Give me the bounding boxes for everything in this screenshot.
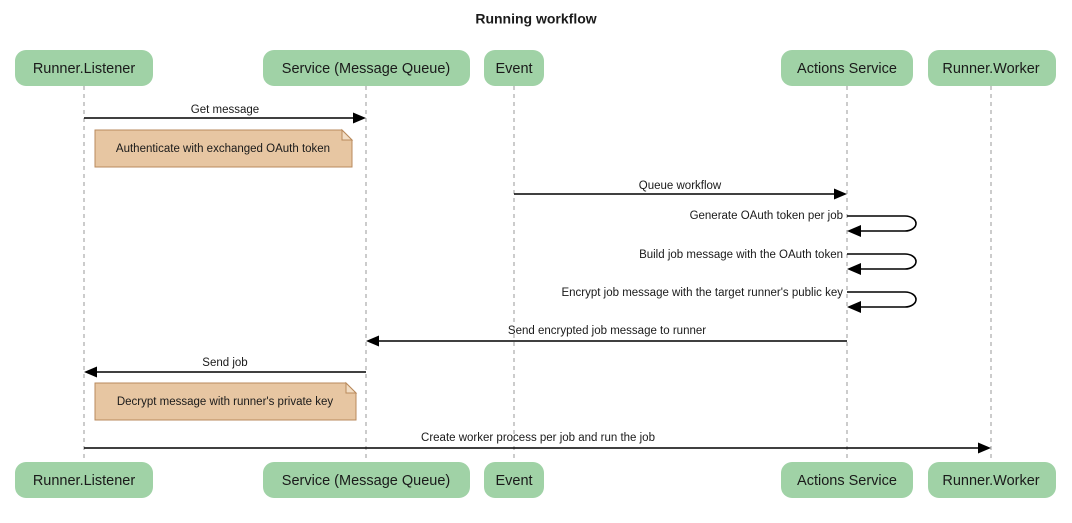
participant-header-runner-worker[interactable]: Runner.Worker — [928, 50, 1056, 86]
participant-box[interactable] — [484, 50, 544, 86]
arrow-head-icon — [978, 442, 991, 454]
message-label: Send encrypted job message to runner — [508, 325, 706, 337]
self-loop-path — [847, 253, 917, 270]
participant-label: Event — [495, 61, 532, 77]
participant-label: Service (Message Queue) — [282, 473, 450, 489]
message-label: Generate OAuth token per job — [690, 210, 843, 222]
participant-box[interactable] — [781, 462, 913, 498]
messages-group: Get message Queue workflow Generate OAut… — [84, 104, 991, 454]
message-label: Get message — [191, 104, 259, 116]
self-loop-path — [847, 215, 917, 232]
participant-footer-runner-worker[interactable]: Runner.Worker — [928, 462, 1056, 498]
participant-label: Service (Message Queue) — [282, 61, 450, 77]
participant-box[interactable] — [263, 50, 470, 86]
participant-label: Runner.Listener — [33, 473, 136, 489]
participant-footer-service-message-queue[interactable]: Service (Message Queue) — [263, 462, 470, 498]
arrow-head-icon — [847, 225, 861, 237]
note-decrypt-message-with-runners-private-key[interactable]: Decrypt message with runner's private ke… — [94, 381, 358, 421]
participant-header-group: Runner.Listener Service (Message Queue) … — [15, 50, 1056, 86]
message-label: Queue workflow — [639, 180, 722, 192]
message-label: Encrypt job message with the target runn… — [561, 287, 843, 299]
participant-footer-runner-listener[interactable]: Runner.Listener — [15, 462, 153, 498]
participant-label: Runner.Worker — [942, 473, 1039, 489]
message-build-job-message-with-the-oauth-token[interactable]: Build job message with the OAuth token — [639, 249, 917, 275]
message-label: Send job — [202, 357, 247, 369]
message-generate-oauth-token-per-job[interactable]: Generate OAuth token per job — [690, 210, 917, 237]
message-send-encrypted-job-message-to-runner[interactable]: Send encrypted job message to runner — [366, 325, 847, 347]
participant-box[interactable] — [928, 50, 1056, 86]
participant-box[interactable] — [15, 462, 153, 498]
participant-footer-event[interactable]: Event — [484, 462, 544, 498]
participant-label: Actions Service — [797, 473, 897, 489]
message-queue-workflow[interactable]: Queue workflow — [514, 180, 847, 200]
participant-header-actions-service[interactable]: Actions Service — [781, 50, 913, 86]
participant-box[interactable] — [781, 50, 913, 86]
note-shape — [94, 129, 353, 168]
participant-footer-actions-service[interactable]: Actions Service — [781, 462, 913, 498]
message-create-worker-process-per-job-and-run-the-job[interactable]: Create worker process per job and run th… — [84, 432, 991, 454]
message-send-job[interactable]: Send job — [84, 357, 366, 378]
participant-label: Actions Service — [797, 61, 897, 77]
arrow-head-icon — [847, 263, 861, 275]
note-shape — [94, 382, 357, 421]
participant-box[interactable] — [15, 50, 153, 86]
arrow-head-icon — [847, 301, 861, 313]
lifelines-group — [83, 86, 992, 462]
note-label: Decrypt message with runner's private ke… — [117, 396, 334, 408]
message-label: Build job message with the OAuth token — [639, 249, 843, 261]
participant-header-event[interactable]: Event — [484, 50, 544, 86]
participant-label: Runner.Worker — [942, 61, 1039, 77]
page-title: Running workflow — [475, 11, 596, 27]
participant-label: Event — [495, 473, 532, 489]
message-encrypt-job-message-with-the-target-runners-public-key[interactable]: Encrypt job message with the target runn… — [561, 287, 917, 313]
message-label: Create worker process per job and run th… — [421, 432, 655, 444]
participant-label: Runner.Listener — [33, 61, 136, 77]
participant-box[interactable] — [484, 462, 544, 498]
note-authenticate-with-exchanged-oauth-token[interactable]: Authenticate with exchanged OAuth token — [94, 128, 354, 168]
participant-footer-group: Runner.Listener Service (Message Queue) … — [15, 462, 1056, 498]
participant-box[interactable] — [263, 462, 470, 498]
note-fold-corner-icon — [341, 128, 354, 141]
note-fold-corner-icon — [345, 381, 358, 394]
arrow-head-icon — [84, 366, 97, 378]
participant-header-runner-listener[interactable]: Runner.Listener — [15, 50, 153, 86]
participant-box[interactable] — [928, 462, 1056, 498]
arrow-head-icon — [353, 112, 366, 124]
arrow-head-icon — [366, 335, 379, 347]
self-loop-path — [847, 291, 917, 308]
message-get-message[interactable]: Get message — [84, 104, 366, 124]
notes-group: Authenticate with exchanged OAuth token … — [94, 128, 358, 421]
arrow-head-icon — [834, 188, 847, 200]
participant-header-service-message-queue[interactable]: Service (Message Queue) — [263, 50, 470, 86]
note-label: Authenticate with exchanged OAuth token — [116, 143, 330, 155]
